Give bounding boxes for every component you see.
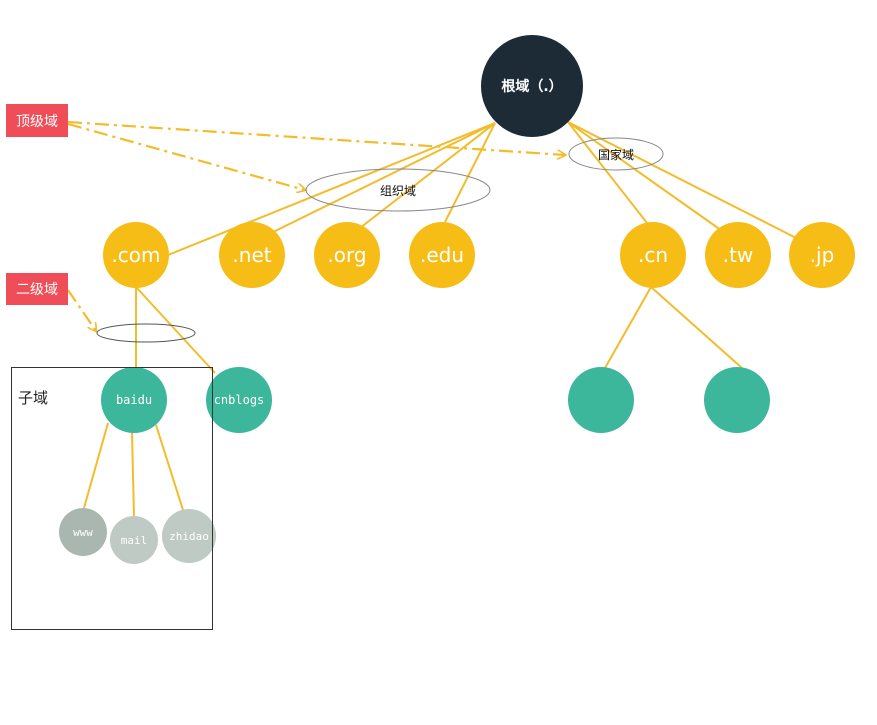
top-level-domain-tag: 顶级域 [6,104,68,137]
tld-edu-label: .edu [420,243,464,267]
edge-root-cn [567,121,648,224]
org-group-ellipse [305,168,491,212]
tld-tw-label: .tw [723,243,754,267]
cnblogs-node [206,367,272,433]
cnblogs-label: cnblogs [214,393,265,407]
edge-baidu-mail [131,431,135,518]
cn-second-level-node-1 [568,367,634,433]
mail-node [110,516,158,564]
tld-jp-label: .jp [810,243,835,267]
tld-net-node [219,222,285,288]
edge-root-net [264,122,496,237]
tld-com-node [103,222,169,288]
edge-cn-child2 [650,286,743,369]
baidu-label: baidu [116,393,152,407]
zhidao-node [162,509,216,563]
arrow-tld-country [67,120,565,155]
second-level-domain-tag: 二级域 [6,273,68,305]
edge-root-com [167,122,496,256]
edge-baidu-www [83,422,109,509]
mail-label: mail [121,534,148,547]
cn-second-level-node-2 [704,367,770,433]
edge-cn-child1 [604,286,652,369]
root-node [481,35,583,137]
arrow-second-level [67,289,96,331]
zhidao-label: zhidao [169,530,209,543]
tld-cn-label: .cn [638,243,668,267]
org-group-label: 组织域 [380,184,416,198]
subdomain-box [11,367,213,630]
www-label: www [73,526,93,539]
edge-com-cnblogs [135,286,216,374]
pointer-arrows [67,120,565,331]
subdomain-label: 子域 [18,389,49,407]
tld-jp-node [789,222,855,288]
tld-tw-node [705,222,771,288]
arrow-tld-org [67,122,305,190]
root-node-label: 根域（.） [501,78,562,95]
tld-cn-node [620,222,686,288]
tree-edges [83,121,801,518]
edge-root-jp [567,121,801,241]
tld-net-label: .net [232,243,271,267]
edge-baidu-zhidao [155,424,184,511]
country-group-ellipse [568,137,664,171]
edge-root-org [359,122,496,229]
edge-root-edu [444,122,496,223]
tld-com-label: .com [111,243,160,267]
tld-org-label: .org [327,243,366,267]
country-group-label: 国家域 [598,147,634,162]
www-node [59,508,107,556]
tld-edu-node [409,222,475,288]
tld-org-node [314,222,380,288]
baidu-node [101,367,167,433]
edge-root-tw [567,121,726,234]
second-level-ellipse [96,323,196,343]
